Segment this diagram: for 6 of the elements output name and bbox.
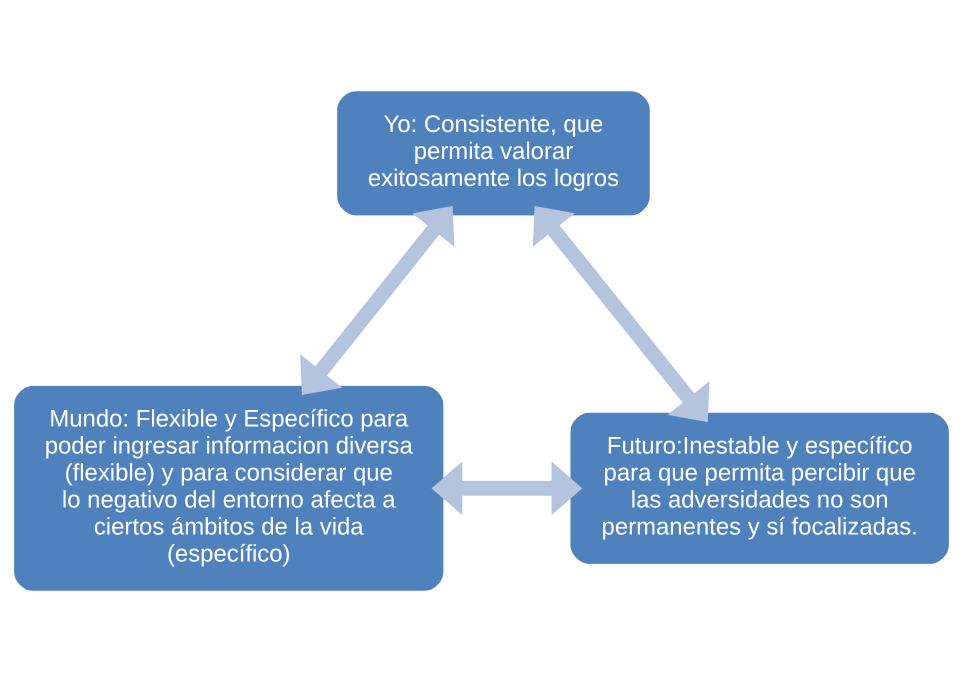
node-box: Futuro:Inestable y específico para que permita percibir que las adversidades no son permanentes y sí focalizadas. <box>570 412 949 564</box>
arrow <box>300 206 454 394</box>
node-box: Mundo: Flexible y Específico para poder ingresar informacion diversa (flexible) y para considerar que lo negativo del entorno afecta a ciertos ámbitos de la vida (específico) <box>14 385 444 590</box>
arrow <box>532 206 710 422</box>
arrow <box>432 460 582 515</box>
node-box: Yo: Consistente, que permita valorar exitosamente los logros <box>337 90 650 215</box>
